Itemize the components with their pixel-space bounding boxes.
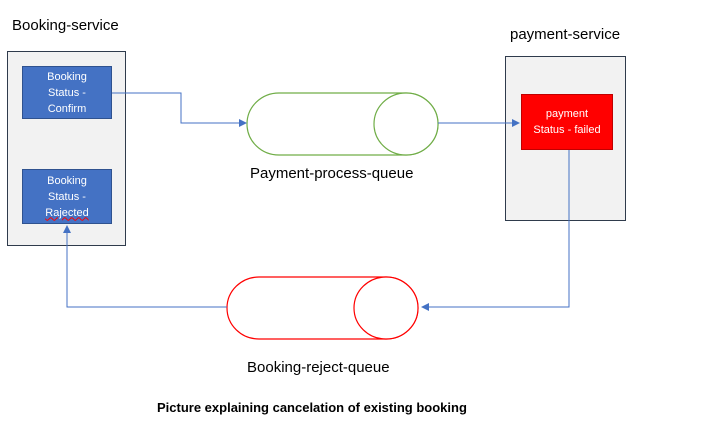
payment-to-reject-queue-arrow: [421, 150, 570, 311]
payment-service-title: payment-service: [510, 26, 621, 43]
diagram-caption: Picture explaining cancelation of existi…: [157, 400, 467, 415]
payment-failed-line1: payment: [545, 108, 589, 120]
booking-reject-queue-label: Booking-reject-queue: [247, 359, 390, 376]
booking-service-title: Booking-service: [12, 17, 119, 34]
confirm-to-process-queue-arrow: [112, 92, 247, 127]
booking-confirm-line3: Confirm: [47, 102, 87, 115]
booking-status-rejected-box: Booking Status - Rajected: [22, 169, 112, 224]
payment-status-failed-box: payment Status - failed: [521, 94, 613, 150]
booking-rejected-line3: Rajected: [45, 206, 89, 219]
booking-status-confirm-box: Booking Status - Confirm: [22, 66, 112, 119]
payment-failed-line2: Status - failed: [533, 124, 601, 136]
payment-process-queue-cylinder: [246, 92, 439, 156]
booking-rejected-line2: Status -: [48, 190, 86, 203]
booking-reject-queue-cylinder: [226, 276, 419, 340]
booking-confirm-line1: Booking: [47, 70, 87, 83]
booking-confirm-line2: Status -: [48, 86, 86, 99]
payment-process-queue-label: Payment-process-queue: [250, 165, 414, 182]
reject-queue-to-rejected-arrow: [63, 225, 227, 308]
booking-rejected-line1: Booking: [47, 174, 87, 187]
